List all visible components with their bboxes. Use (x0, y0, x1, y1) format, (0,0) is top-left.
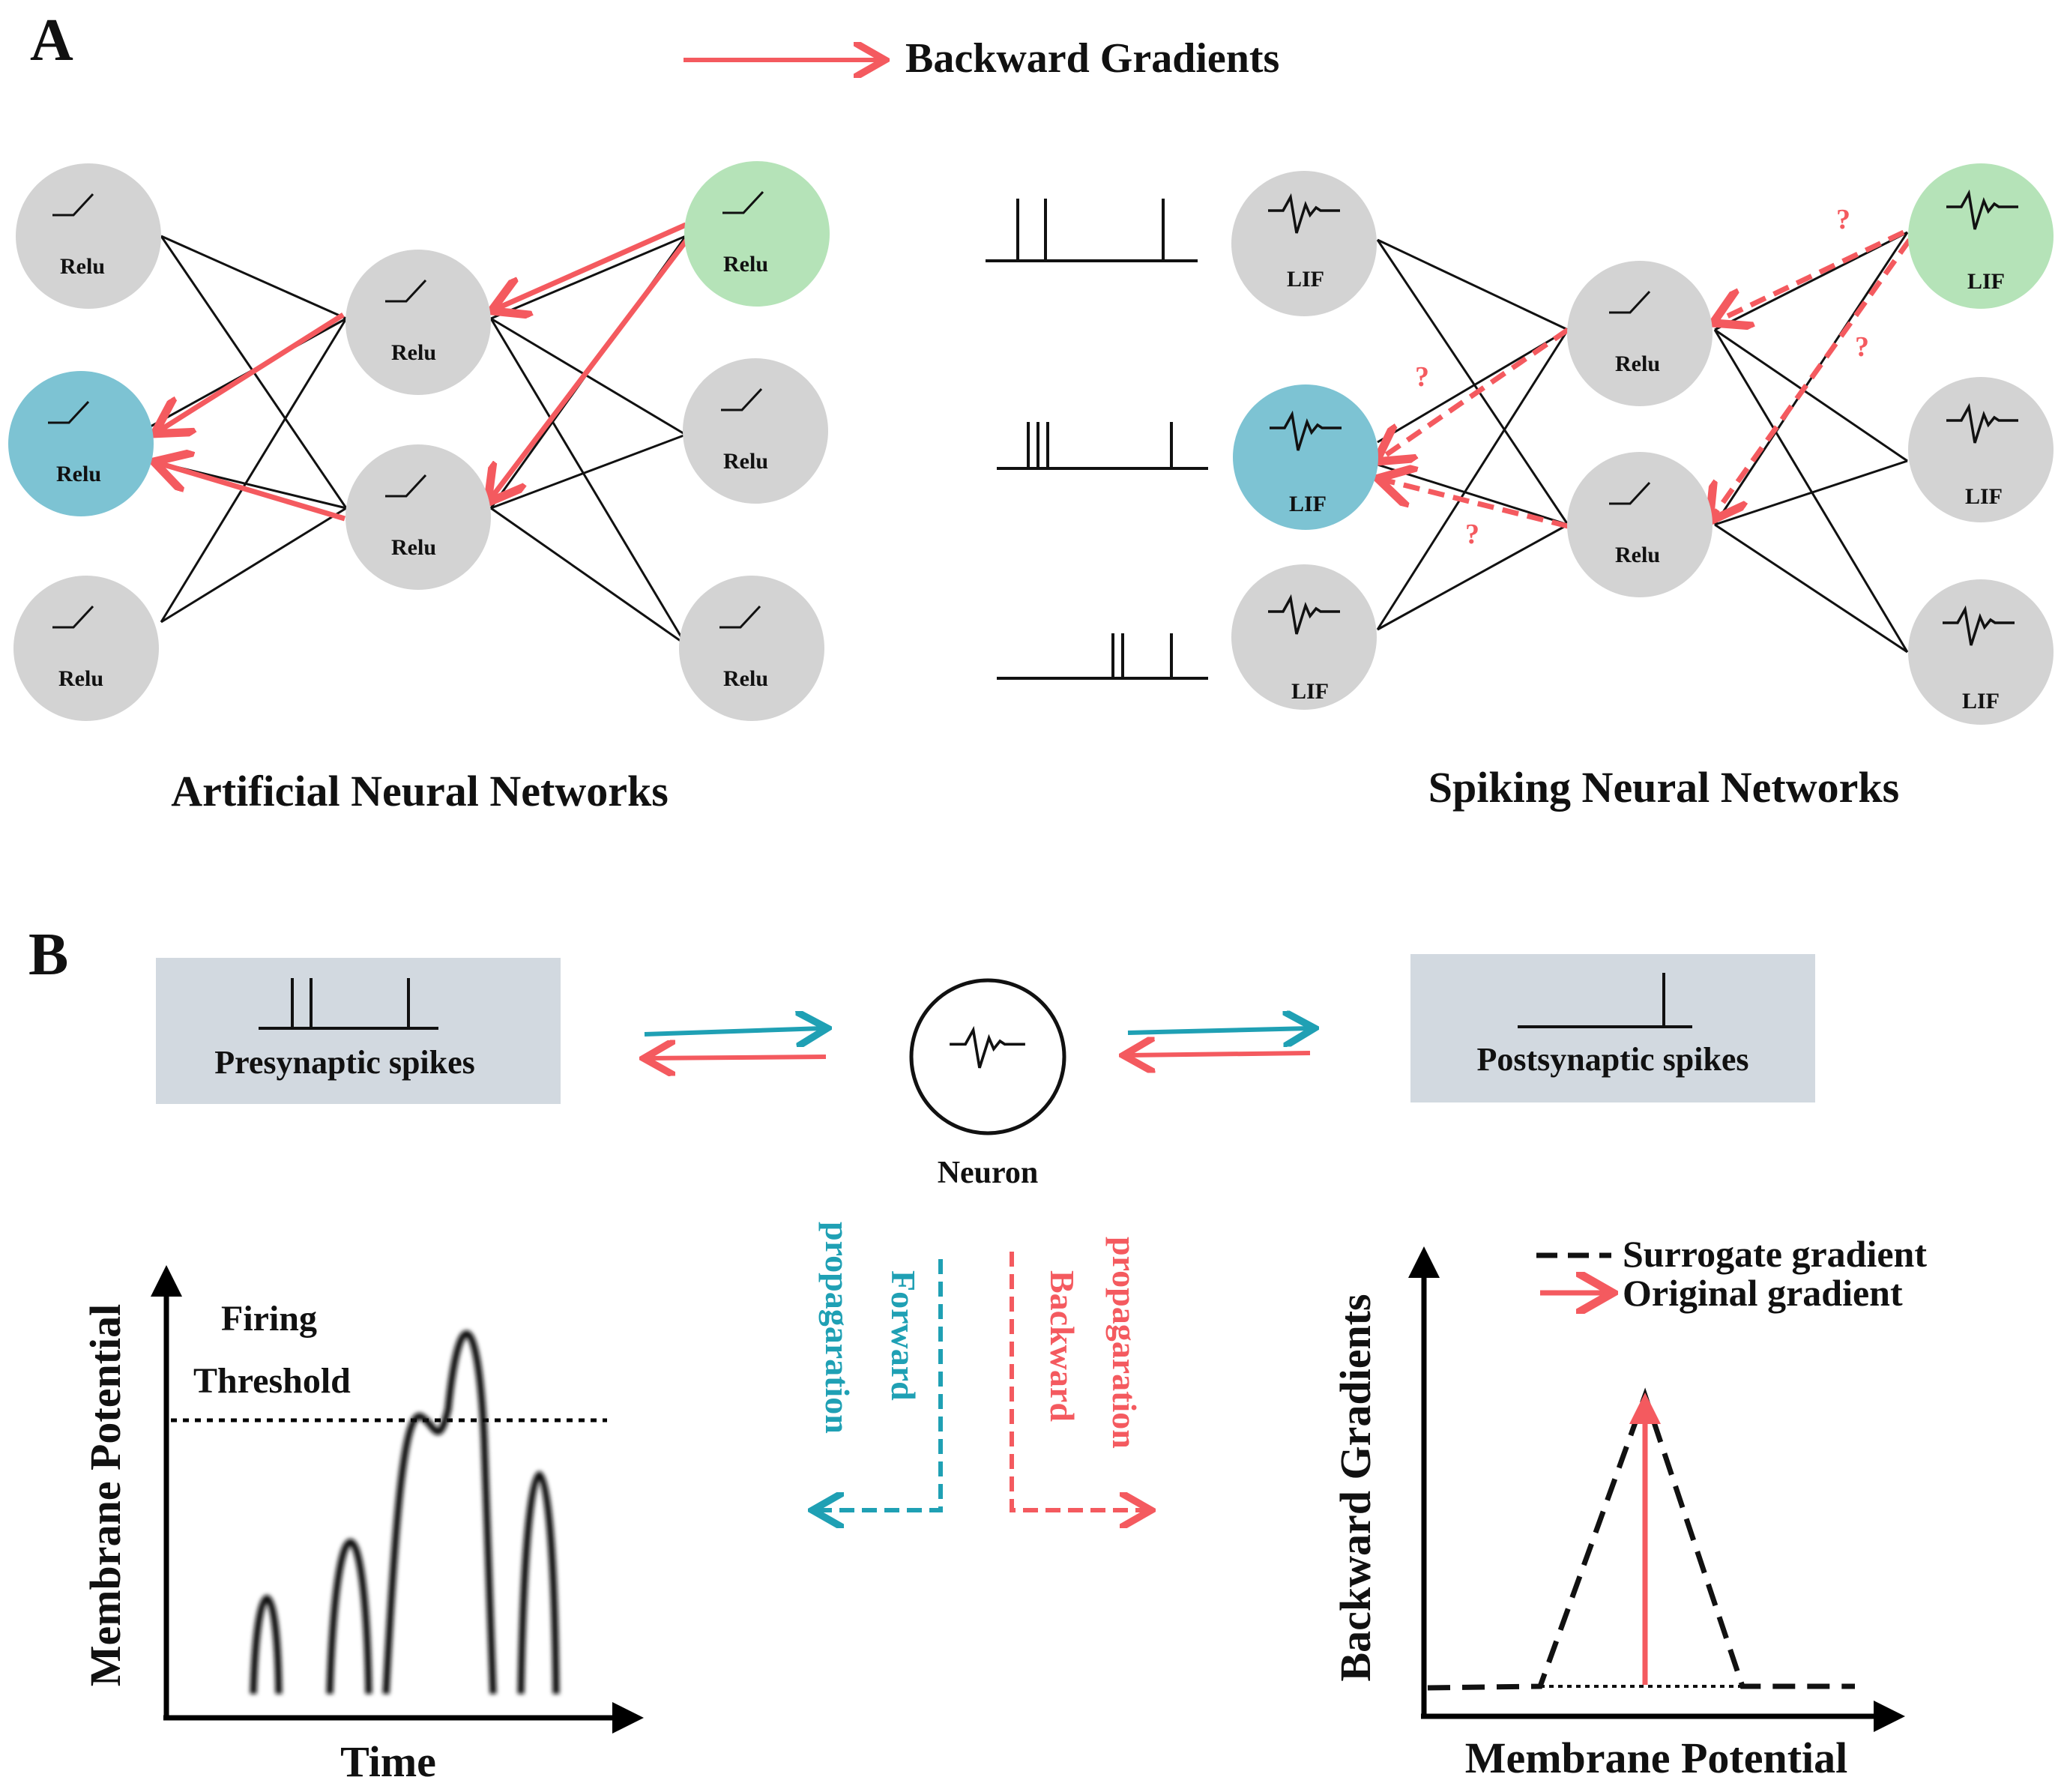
lif-label: LIF (1962, 689, 2000, 714)
neuron-label: Neuron (938, 1156, 1039, 1190)
b-arrows (645, 1028, 1310, 1058)
snn-question-marks: ? ? ? ? (1415, 204, 1869, 550)
ann-neuron-label: Relu (723, 449, 768, 474)
membrane-xlabel: Time (340, 1737, 436, 1786)
backward-label-line1: Backward (1043, 1270, 1081, 1422)
ann-title: Artificial Neural Networks (171, 767, 669, 815)
spike-train-icon (986, 199, 1198, 262)
membrane-potential-plot: Membrane Potential Time Firing Threshold (81, 1265, 644, 1786)
ann-neuron-label: Relu (56, 462, 101, 486)
snn-hidden-relu-neuron: Relu (1567, 261, 1713, 406)
ann-neuron: Relu (16, 163, 161, 309)
surrogate-gradient-curve (1427, 1387, 1855, 1691)
question-mark: ? (1415, 361, 1429, 393)
backward-gradients-plot: Backward Gradients Membrane Potential Su… (1331, 1233, 1927, 1782)
ann-neuron: Relu (679, 576, 824, 721)
spike-train-icon (1518, 973, 1692, 1028)
snn-lif-neuron: LIF (1231, 564, 1377, 710)
lif-label: LIF (1289, 492, 1327, 516)
legend-surrogate-label: Surrogate gradient (1623, 1233, 1927, 1275)
backward-arrow-left (648, 1057, 827, 1058)
ann-neuron: Relu (683, 358, 828, 504)
lif-label: LIF (1967, 269, 2005, 294)
ann-neuron-label: Relu (723, 666, 768, 691)
snn-neurons: LIF LIF LIF Relu Relu LIF (1231, 163, 2054, 725)
ann-neuron-label: Relu (391, 340, 436, 365)
question-mark: ? (1855, 331, 1869, 363)
forward-propagation: Forward propagaration (817, 1222, 943, 1510)
gradient-legend: Surrogate gradient Original gradient (1536, 1233, 1927, 1314)
ann-neuron-label: Relu (723, 252, 768, 277)
backward-propagation: Backward propagaration (1010, 1237, 1147, 1510)
postsynaptic-box: Postsynaptic spikes (1410, 954, 1815, 1102)
snn-output-lif-neuron-highlighted: LIF (1908, 163, 2054, 309)
panel-a-label: A (30, 7, 73, 73)
lif-label: LIF (1287, 267, 1324, 292)
membrane-ylabel: Membrane Potential (81, 1304, 130, 1687)
threshold-label-line2: Threshold (193, 1361, 351, 1401)
legend-backward-gradients: Backward Gradients (684, 35, 1279, 82)
ann-backward-arrows (159, 222, 690, 522)
lif-label: LIF (1965, 484, 2003, 509)
snn-lif-neuron: LIF (1231, 171, 1377, 316)
snn-title: Spiking Neural Networks (1428, 763, 1899, 812)
forward-label-line1: Forward (884, 1270, 923, 1401)
membrane-trace (250, 1330, 560, 1695)
ann-neuron-label: Relu (58, 666, 103, 691)
ann-neurons: Relu Relu Relu Relu Relu Relu (8, 161, 830, 721)
snn-lif-neuron: LIF (1908, 377, 2054, 522)
ann-neuron: Relu (13, 576, 159, 721)
neuron: Neuron (909, 978, 1066, 1190)
ann-hidden-neuron: Relu (345, 444, 491, 590)
forward-arrow-right (1127, 1028, 1310, 1033)
question-mark: ? (1836, 204, 1850, 235)
postsynaptic-label: Postsynaptic spikes (1476, 1041, 1748, 1078)
lif-label: LIF (1291, 679, 1329, 704)
snn-backward-dashed-arrows (1380, 229, 1912, 529)
snn-input-spike-trains (986, 199, 1208, 680)
panel-b-label: B (28, 922, 68, 988)
relu-label: Relu (1615, 352, 1660, 376)
presynaptic-box: Presynaptic spikes (156, 958, 561, 1104)
relu-label: Relu (1615, 543, 1660, 567)
presynaptic-label: Presynaptic spikes (214, 1044, 475, 1081)
spike-train-icon (259, 978, 438, 1030)
forward-label-line2: propagaration (818, 1222, 857, 1434)
ann-input-neuron-highlighted: Relu (8, 371, 154, 516)
legend-original-label: Original gradient (1623, 1272, 1903, 1314)
threshold-label-line1: Firing (221, 1299, 317, 1339)
legend-label: Backward Gradients (905, 35, 1279, 82)
spike-train-icon (997, 633, 1208, 680)
snn-input-lif-neuron-highlighted: LIF (1233, 384, 1378, 530)
backward-arrow-right (1128, 1053, 1311, 1055)
snn-hidden-relu-neuron: Relu (1567, 452, 1713, 597)
question-mark: ? (1465, 519, 1479, 550)
ann-hidden-neuron: Relu (345, 250, 491, 395)
ann-neuron-label: Relu (391, 535, 436, 560)
gradient-xlabel: Membrane Potential (1465, 1734, 1848, 1782)
backward-label-line2: propagaration (1105, 1237, 1144, 1449)
ann-output-neuron-highlighted: Relu (684, 161, 830, 307)
spike-train-icon (997, 422, 1208, 470)
forward-arrow-left (644, 1028, 823, 1034)
snn-lif-neuron: LIF (1908, 579, 2054, 725)
gradient-ylabel: Backward Gradients (1331, 1294, 1380, 1681)
ann-neuron-label: Relu (60, 254, 105, 279)
